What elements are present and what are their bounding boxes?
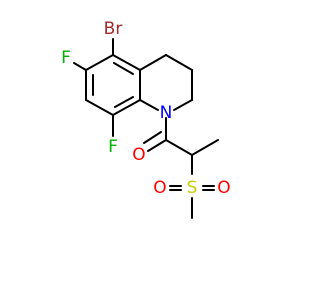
double-bond-inner-3	[114, 96, 134, 108]
molecule-structure: Br F F N O S O O	[61, 19, 231, 219]
atom-oxygen-sulfonyl-left: O	[153, 178, 166, 198]
atom-fluorine-top: F	[61, 48, 71, 68]
bond-c8-c8a	[112, 99, 141, 116]
double-bond-inner-1	[113, 62, 134, 75]
atom-fluorine-bottom: F	[108, 137, 118, 157]
bond-ca-methyl	[191, 139, 219, 156]
bond-c6-f	[73, 62, 87, 71]
atom-oxygen-carbonyl: O	[132, 145, 145, 165]
bond-c2-n1	[173, 99, 193, 111]
bond-n1-c8a	[139, 99, 159, 111]
bond-carbonyl-o-2	[143, 131, 162, 144]
bond-c4-c3	[165, 54, 193, 71]
bond-c5-c6	[85, 54, 114, 71]
atom-bromine: Br	[104, 19, 123, 39]
bond-c4a-c4	[139, 54, 167, 71]
bond-c4a-c5	[112, 54, 141, 71]
atom-nitrogen: N	[160, 103, 173, 123]
atom-sulfur: S	[187, 178, 198, 198]
bond-carbonyl-o-1	[147, 139, 167, 152]
bond-carbonyl-ca	[165, 139, 193, 156]
atom-oxygen-sulfonyl-right: O	[217, 178, 230, 198]
bond-c7-c8	[85, 99, 114, 116]
